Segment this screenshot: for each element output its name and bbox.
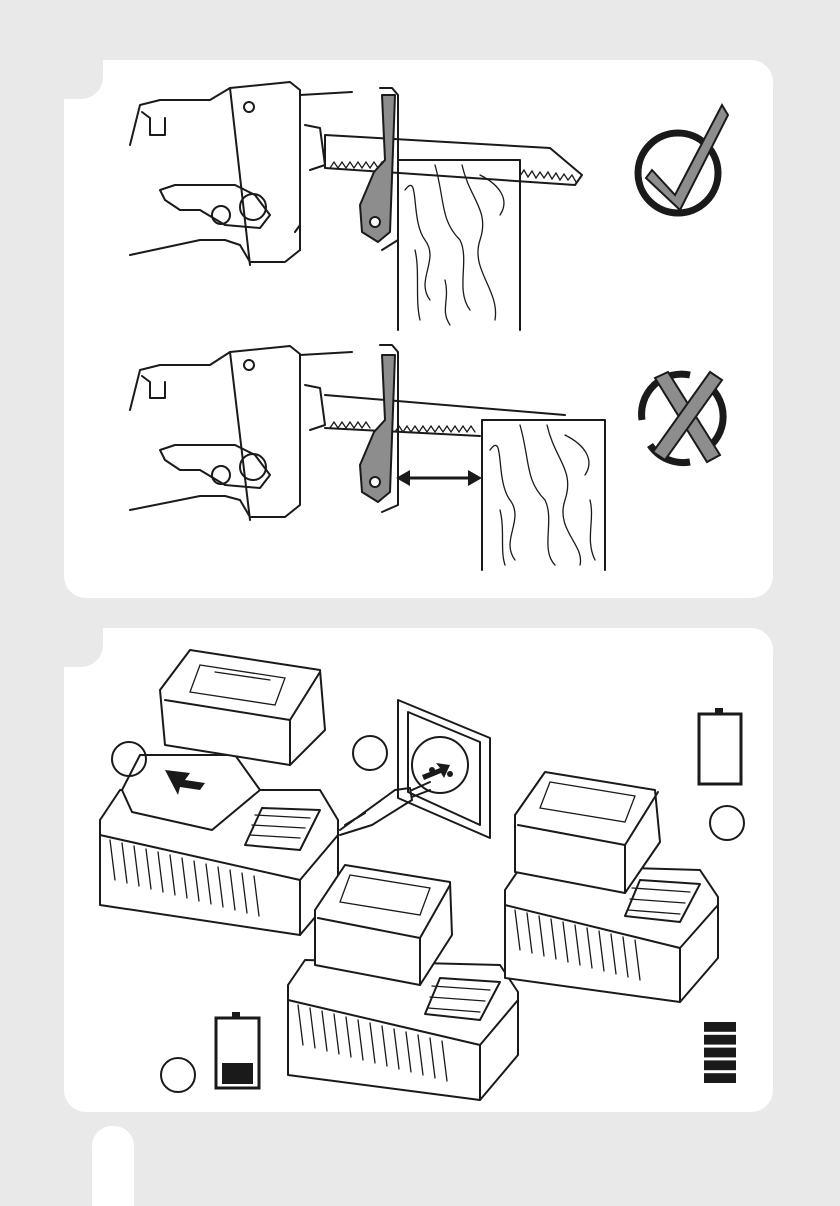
checkmark-circle-icon	[638, 105, 728, 213]
cross-circle-icon	[642, 372, 724, 463]
battery-bar	[704, 1022, 736, 1032]
step-2-marker	[353, 736, 387, 770]
page-number-tab	[92, 1126, 134, 1206]
battery-low-icon	[216, 1012, 259, 1088]
saw-shoe-placement-panel	[64, 60, 773, 598]
charger-charging-illustration	[288, 865, 518, 1100]
battery-bar	[704, 1048, 736, 1058]
battery-bar	[704, 1035, 736, 1045]
charging-procedure-panel	[64, 628, 773, 1112]
battery-bar	[704, 1073, 736, 1083]
saw-correct-illustration	[130, 82, 582, 330]
charger-insert-illustration	[100, 650, 338, 935]
step-4-marker	[710, 806, 744, 840]
step-3-marker	[161, 1058, 195, 1092]
battery-bar	[704, 1060, 736, 1070]
charger-full-illustration	[505, 772, 718, 1002]
saw-incorrect-illustration	[130, 345, 605, 570]
